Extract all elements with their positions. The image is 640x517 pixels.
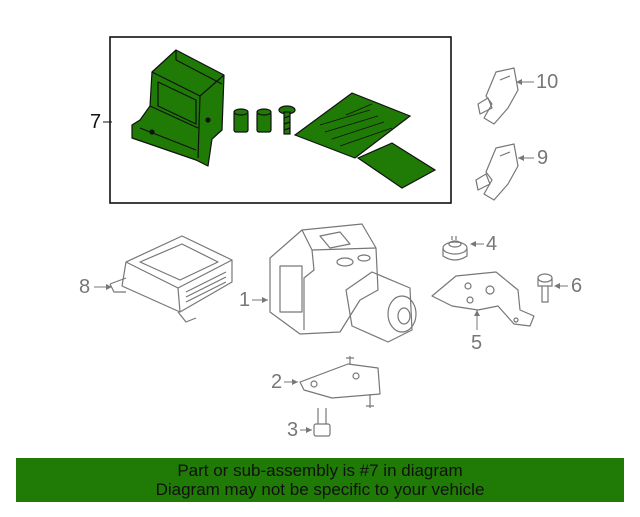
- module-bolts-part[interactable]: [233, 105, 296, 135]
- callout-6: 6: [571, 275, 583, 297]
- sensor-10-part[interactable]: [477, 67, 519, 125]
- callout-5: 5: [471, 332, 483, 354]
- callout-2: 2: [271, 371, 283, 393]
- leader-arrowheads: [106, 79, 560, 433]
- callout-7: 7: [90, 111, 102, 133]
- banner-line-2: Diagram may not be specific to your vehi…: [155, 480, 485, 499]
- grommet-4-part[interactable]: [442, 236, 468, 261]
- bolt-6-part[interactable]: [537, 273, 553, 303]
- notice-banner: Part or sub-assembly is #7 in diagram Di…: [16, 458, 624, 502]
- module-8-part[interactable]: [109, 235, 233, 323]
- sensor-9-part[interactable]: [475, 143, 519, 201]
- callout-4: 4: [486, 233, 498, 255]
- control-module-part[interactable]: [131, 49, 225, 167]
- callout-10: 10: [536, 71, 559, 93]
- banner-line-1: Part or sub-assembly is #7 in diagram: [177, 461, 463, 480]
- callout-9: 9: [537, 147, 549, 169]
- highlight-box: [109, 36, 452, 204]
- bracket-2-part[interactable]: [299, 356, 381, 408]
- hydraulic-unit-part[interactable]: [269, 223, 417, 343]
- instruction-sheet-part[interactable]: [293, 92, 437, 189]
- callout-3: 3: [287, 419, 299, 441]
- bracket-5-part[interactable]: [431, 271, 535, 327]
- callout-1: 1: [239, 289, 251, 311]
- callout-8: 8: [79, 276, 91, 298]
- bolt-3-part[interactable]: [313, 408, 331, 437]
